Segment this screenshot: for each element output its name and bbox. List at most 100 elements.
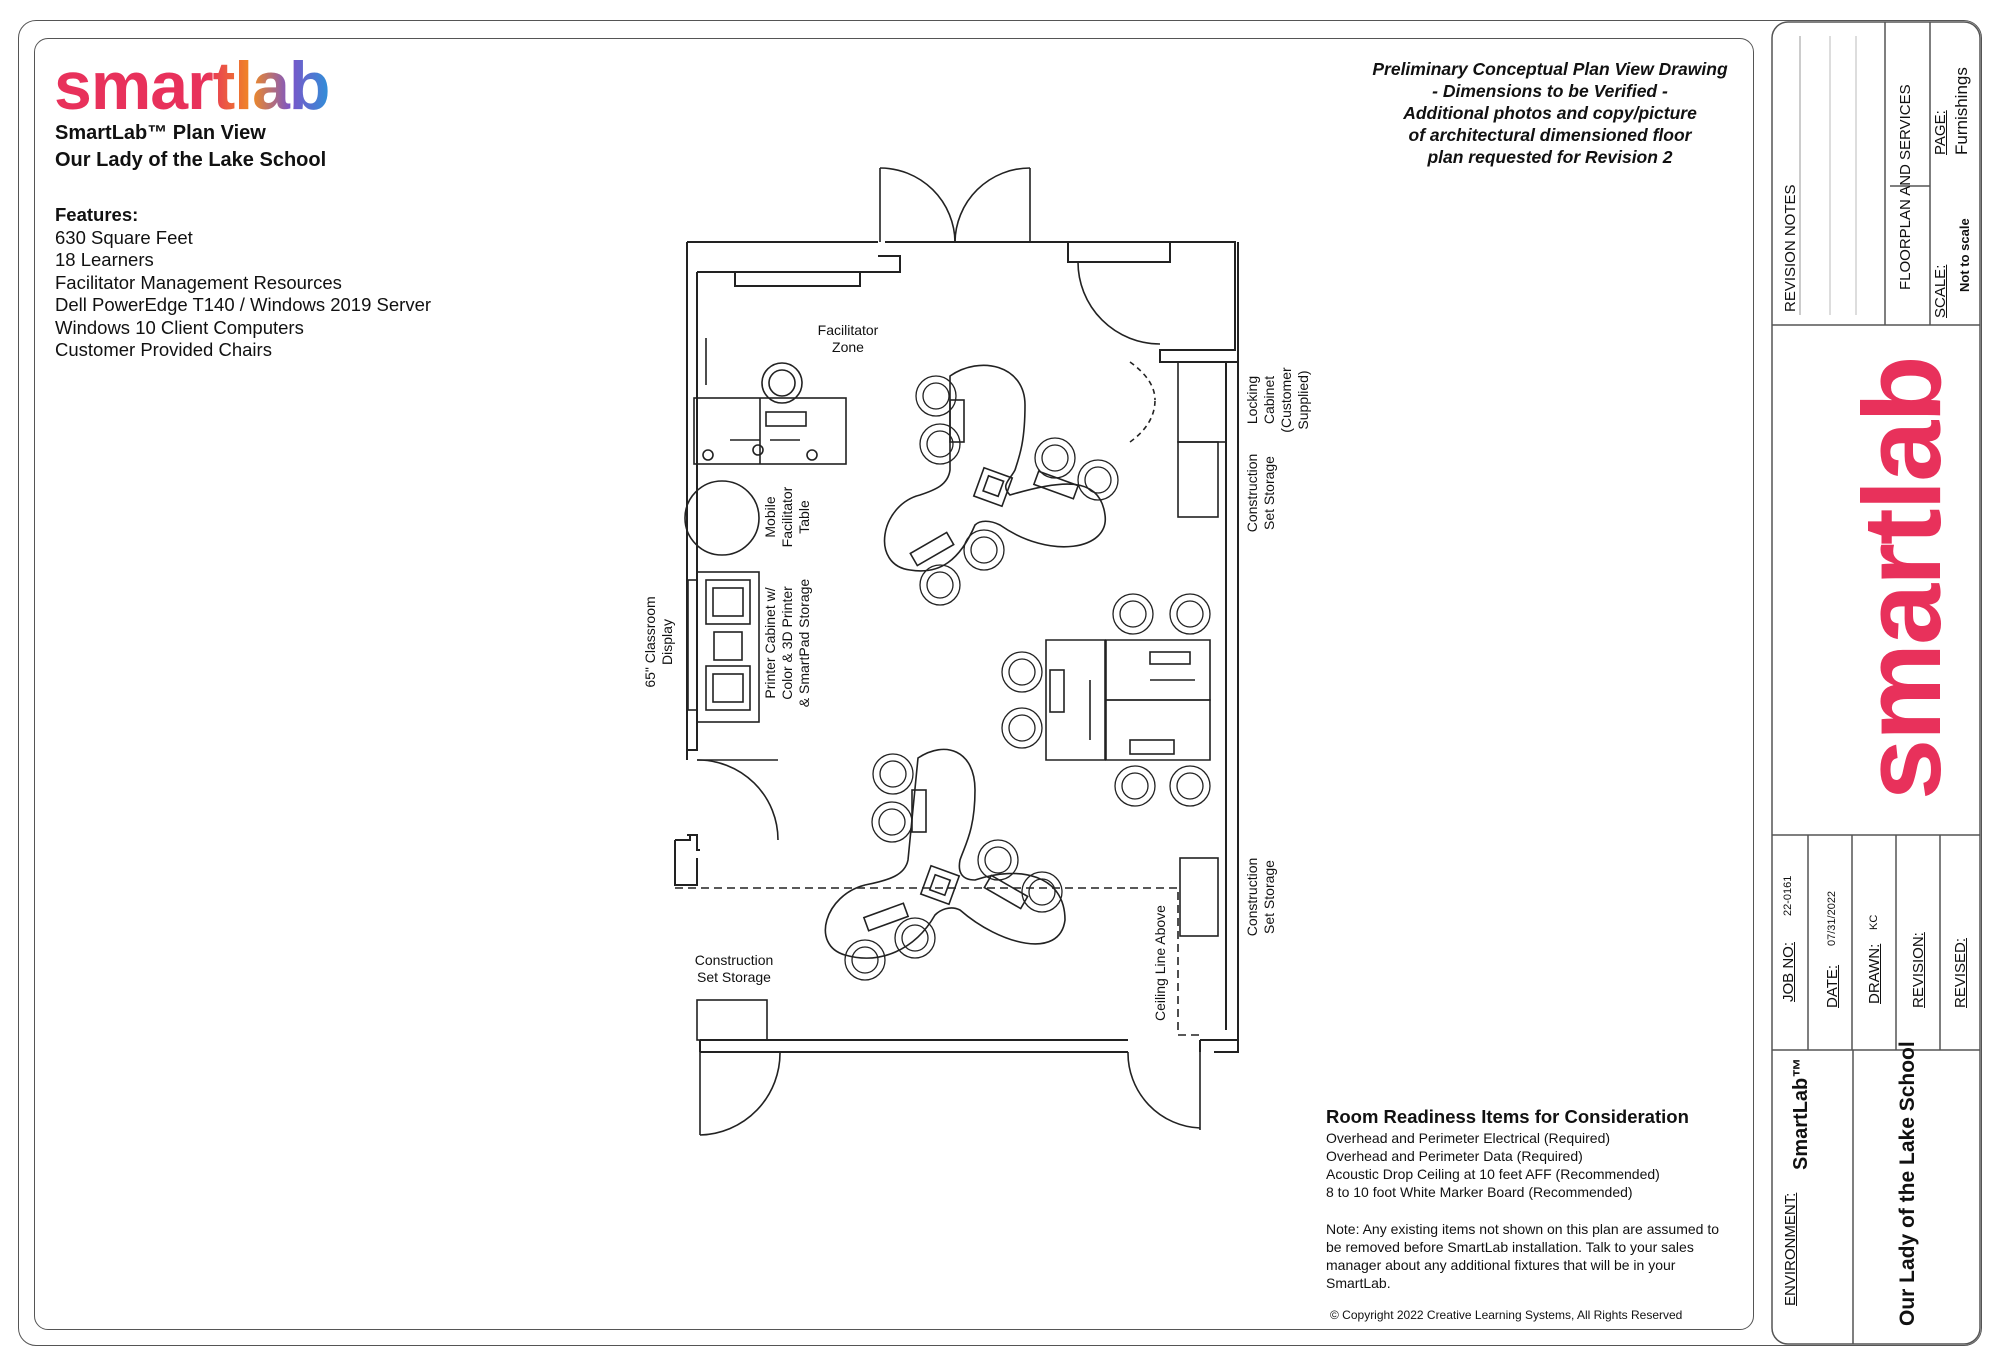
mobile-facilitator-table	[684, 480, 760, 556]
chair	[871, 801, 913, 843]
learner-pod-middle	[1045, 639, 1211, 761]
storage-right-bottom	[1179, 857, 1219, 937]
storage-left-bottom	[696, 999, 768, 1041]
revision-notes-label: REVISION NOTES	[1782, 184, 1799, 312]
job-no-value: 22-0161	[1782, 875, 1794, 916]
room-readiness: Room Readiness Items for Consideration O…	[1326, 1105, 1746, 1201]
drawing-area	[34, 38, 1754, 1330]
construction-storage-left-label: Construction Set Storage	[684, 952, 784, 986]
chair	[1077, 459, 1119, 501]
page-value: Furnishings	[1952, 67, 1971, 155]
scale-label: SCALE:	[1932, 264, 1949, 318]
chair	[844, 939, 886, 981]
feature-item: Customer Provided Chairs	[55, 339, 272, 360]
readiness-item: Overhead and Perimeter Data (Required)	[1326, 1148, 1583, 1164]
label-line: Set Storage	[1261, 456, 1277, 530]
label-line: Facilitator	[817, 322, 879, 338]
chair	[872, 753, 914, 795]
label-line: Locking	[1244, 375, 1260, 425]
plan-title-line2: Our Lady of the Lake School	[55, 149, 327, 171]
chair	[1034, 437, 1076, 479]
revised-label: REVISED:	[1952, 937, 1969, 1008]
learner-pod-top	[883, 364, 1106, 572]
preliminary-line: - Dimensions to be Verified -	[1432, 81, 1668, 101]
learner-pod-bottom	[824, 748, 1066, 959]
chairs	[844, 375, 1211, 981]
readiness-item: Overhead and Perimeter Electrical (Requi…	[1326, 1130, 1611, 1146]
chair	[894, 917, 936, 959]
ceiling-line-label: Ceiling Line Above	[1152, 905, 1168, 1021]
top-double-door	[879, 167, 1031, 243]
ceiling-line	[675, 887, 1200, 1036]
chair	[919, 564, 961, 606]
facilitator-desk	[693, 338, 847, 465]
readiness-item: Acoustic Drop Ceiling at 10 feet AFF (Re…	[1326, 1166, 1660, 1182]
preliminary-line: plan requested for Revision 2	[1427, 147, 1673, 167]
label-line: & SmartPad Storage	[796, 578, 812, 708]
floorplan-label: FLOORPLAN AND SERVICES	[1897, 84, 1914, 290]
label-line: Color & 3D Printer	[779, 586, 795, 700]
label-line: Construction	[1244, 857, 1260, 937]
feature-item: Facilitator Management Resources	[55, 271, 342, 293]
date-label: DATE:	[1824, 964, 1841, 1008]
feature-item: 630 Square Feet	[55, 226, 193, 248]
readiness-item: 8 to 10 foot White Marker Board (Recomme…	[1326, 1184, 1633, 1200]
chair	[1114, 765, 1156, 807]
label-line: Facilitator	[779, 486, 795, 548]
room-walls	[674, 241, 1239, 1053]
right-top-door	[1077, 261, 1161, 345]
outer-frame	[18, 20, 1982, 1346]
environment-value: SmartLab™	[1790, 1057, 1812, 1170]
label-line: Supplied)	[1295, 370, 1311, 430]
label-line: Printer Cabinet w/	[762, 587, 778, 699]
page-label: PAGE:	[1932, 110, 1949, 155]
construction-storage-right-bottom-label: Construction Set Storage	[1244, 854, 1278, 940]
preliminary-line: of architectural dimensioned floor	[1408, 125, 1692, 145]
feature-item: Dell PowerEdge T140 / Windows 2019 Serve…	[55, 294, 432, 315]
chair	[915, 375, 957, 417]
chair	[1169, 593, 1211, 635]
label-line: (Customer	[1278, 367, 1294, 433]
label-line: 65" Classroom	[642, 596, 658, 688]
chair	[919, 423, 961, 465]
label-line: Set Storage	[697, 969, 771, 985]
preliminary-note: Preliminary Conceptual Plan View Drawing…	[1300, 58, 1800, 168]
chair	[1001, 707, 1043, 749]
preliminary-line: Preliminary Conceptual Plan View Drawing	[1372, 59, 1728, 79]
locking-cabinet	[1129, 361, 1227, 518]
title-block-logo: smartlab	[1841, 357, 1964, 800]
classroom-display-label: 65" Classroom Display	[642, 590, 676, 694]
label-line: Construction	[694, 952, 774, 968]
label-line: Cabinet	[1261, 375, 1277, 425]
locking-cabinet-label: Locking Cabinet (Customer Supplied)	[1244, 360, 1312, 440]
scale-value: Not to scale	[1957, 218, 1972, 292]
date-value: 07/31/2022	[1826, 890, 1838, 946]
preliminary-line: Additional photos and copy/picture	[1403, 103, 1697, 123]
label-line: Zone	[832, 339, 864, 355]
feature-item: 18 Learners	[55, 249, 154, 270]
smartlab-logo: smartlab	[54, 48, 330, 124]
environment-label: ENVIRONMENT:	[1782, 1192, 1799, 1306]
label-line: Mobile	[762, 496, 778, 538]
chair	[1001, 651, 1043, 693]
title-block	[1771, 21, 1981, 1345]
readiness-heading: Room Readiness Items for Consideration	[1326, 1106, 1689, 1127]
left-door	[696, 759, 779, 841]
plan-title: SmartLab™ Plan View Our Lady of the Lake…	[55, 120, 326, 174]
label-line: Set Storage	[1261, 860, 1277, 934]
chair	[1021, 871, 1063, 913]
label-line: Construction	[1244, 453, 1260, 533]
installation-note: Note: Any existing items not shown on th…	[1326, 1221, 1719, 1291]
bottom-right-door	[1127, 1051, 1201, 1130]
label-line: Display	[659, 619, 675, 665]
mobile-table-label: Mobile Facilitator Table	[762, 482, 813, 552]
facilitator-zone-label: Facilitator Zone	[808, 322, 888, 356]
school-name: Our Lady of the Lake School	[1896, 1041, 1919, 1326]
construction-storage-right-top-label: Construction Set Storage	[1244, 450, 1278, 536]
chair	[1169, 765, 1211, 807]
chair	[963, 529, 1005, 571]
printer-cabinet-label: Printer Cabinet w/ Color & 3D Printer & …	[762, 570, 813, 716]
label-line: Table	[796, 500, 812, 534]
copyright: © Copyright 2022 Creative Learning Syste…	[1330, 1308, 1683, 1322]
